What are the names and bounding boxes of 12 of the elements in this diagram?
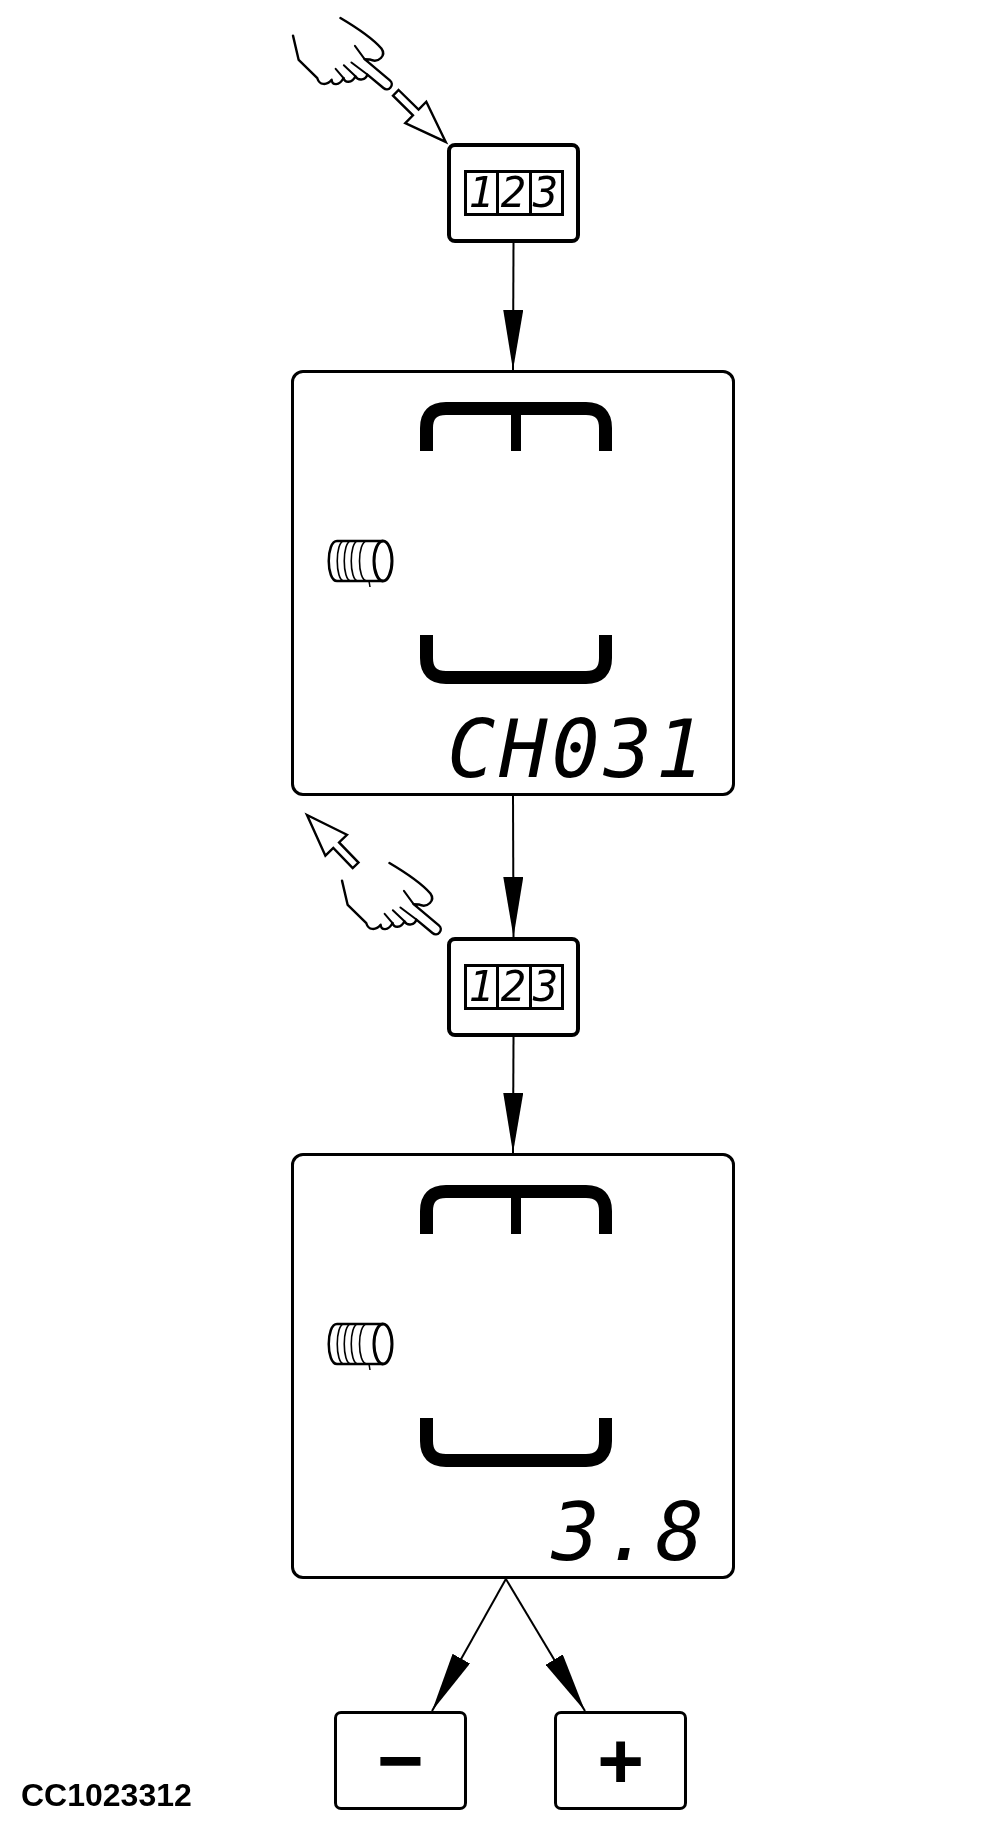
key-button: + [554,1711,687,1810]
display-screen [291,370,735,796]
display-readout: 3.8 [551,1493,708,1573]
arrow [503,795,524,938]
arrow [503,1036,524,1154]
arrow [503,242,524,371]
display-readout: CH031 [447,710,708,790]
display-screen [291,1153,735,1579]
arrow [431,1578,507,1712]
arrow [504,1578,586,1712]
figure-code: CC1023312 [21,1779,192,1811]
key-button: − [334,1711,467,1810]
